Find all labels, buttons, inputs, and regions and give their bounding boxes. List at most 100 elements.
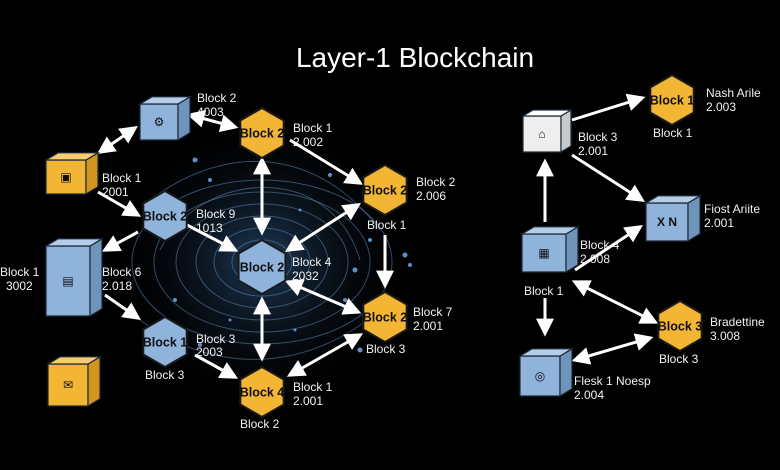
node-label: 2.004 [574,388,604,402]
diagram-title: Layer-1 Blockchain [296,42,534,73]
edge [186,223,239,252]
node-label: 3002 [6,279,33,293]
hex-node-hex-center: Block 2 [237,238,287,296]
cube-node-cube-top-left: ⚙ [137,95,193,142]
hex-node-hex-left: Block 2 [142,189,188,243]
hex-node-hex-bottom: Block 4 [239,365,285,419]
node-label: Block 3 [578,130,618,144]
cube-glyph-icon: ✉ [63,378,73,392]
hex-node-name: Block 2 [240,261,285,275]
cube-face [643,195,703,204]
node-label: 2.001 [704,216,734,230]
node-label: 3.008 [710,329,740,343]
hexagon-shape [142,315,188,369]
edge [97,125,138,155]
hex-node-name: Block 1 [143,336,188,350]
hexagon-shape [239,365,285,419]
cube-node-cube-tall-left: ▤ [43,237,105,318]
edge [186,110,239,132]
node-label: 2.001 [578,144,608,158]
edge [286,333,364,377]
node-label: Block 2 [240,417,280,431]
cube-face [519,226,581,235]
cube-node-r-cube-white: ⌂ [520,108,574,154]
node-label: Block 1 [293,121,333,135]
edge [571,333,654,365]
cube-glyph-icon: ⚙ [154,115,165,129]
edge [104,293,141,321]
hexagon-shape [362,163,408,217]
edge [571,280,659,324]
node-label: Block 4 [292,255,332,269]
hexagon-shape [237,238,287,296]
cube-face [45,356,103,365]
cube-face [43,238,105,247]
cube-node-cube-gold-bottom-left: ✉ [45,355,103,408]
node-label: Block 2 [197,91,237,105]
hexagon-shape [239,106,285,160]
node-label: Block 1 [0,265,40,279]
cube-glyph-icon: ▣ [60,170,71,184]
cube-glyph-icon: ▦ [538,246,549,260]
node-label: Block 3 [366,342,406,356]
node-label: 2003 [196,345,223,359]
edge [574,225,644,272]
node-label: 4003 [197,105,224,119]
hex-node-name: Block 2 [363,311,408,325]
hex-node-hex-lower-right: Block 2 [362,290,408,344]
hex-node-name: Block 4 [240,386,285,400]
hexagon-shape [649,73,695,127]
cube-face [89,237,103,318]
node-label: 1013 [196,221,223,235]
node-label: 2.001 [413,319,443,333]
hex-node-r-hex-top: Block 1 [649,73,695,127]
hex-node-name: Block 2 [363,184,408,198]
hexagon-shape [142,189,188,243]
node-label: Block 4 [580,238,620,252]
node-label: 2.018 [102,279,132,293]
cube-glyph-icon: ▤ [62,274,73,288]
cube-node-r-cube-right: X N [643,194,703,243]
node-label: 2.006 [416,189,446,203]
node-label: 2.003 [706,100,736,114]
cube-node-cube-gold-left: ▣ [43,151,101,196]
node-label: Block 2 [416,175,456,189]
edge [284,203,362,252]
labels: Block 1 2.002 Block 2 2.006 Block 1 Bloc… [0,86,765,431]
node-label: Block 9 [196,207,236,221]
hex-node-hex-lower-left: Block 1 [142,315,188,369]
edge [194,353,239,379]
node-label: Flesk 1 Noesp [574,374,651,388]
cube-face [87,355,101,408]
cube-node-r-cube-bottom: ◎ [517,347,575,398]
cube-face [137,96,193,105]
node-label: 2.001 [293,394,323,408]
edge [101,230,139,252]
hex-node-name: Block 2 [143,210,188,224]
hexagon-shape [657,299,703,353]
node-label: 2001 [102,185,129,199]
node-label: Block 1 [293,380,333,394]
edge [284,279,362,315]
hex-node-name: Block 3 [658,320,703,334]
node-label: Block 3 [145,368,185,382]
edge [571,153,646,202]
cube-face [560,108,572,154]
cube-face [559,347,573,398]
hex-node-hex-right: Block 2 [362,163,408,217]
cube-face [43,152,101,161]
hex-node-r-hex-bottom: Block 3 [657,299,703,353]
cube-face [520,109,574,117]
hexagon-shape [362,290,408,344]
node-label: Nash Arile [706,86,761,100]
node-label: Bradettine [710,315,765,329]
node-label: Block 6 [102,265,142,279]
node-label: Block 1 [367,218,407,232]
node-label: Block 1 [653,126,693,140]
node-label: Block 3 [659,352,699,366]
edge [97,190,142,217]
cube-glyph-icon: ⌂ [538,127,545,141]
node-label: Block 1 [102,171,142,185]
edge [571,93,646,122]
